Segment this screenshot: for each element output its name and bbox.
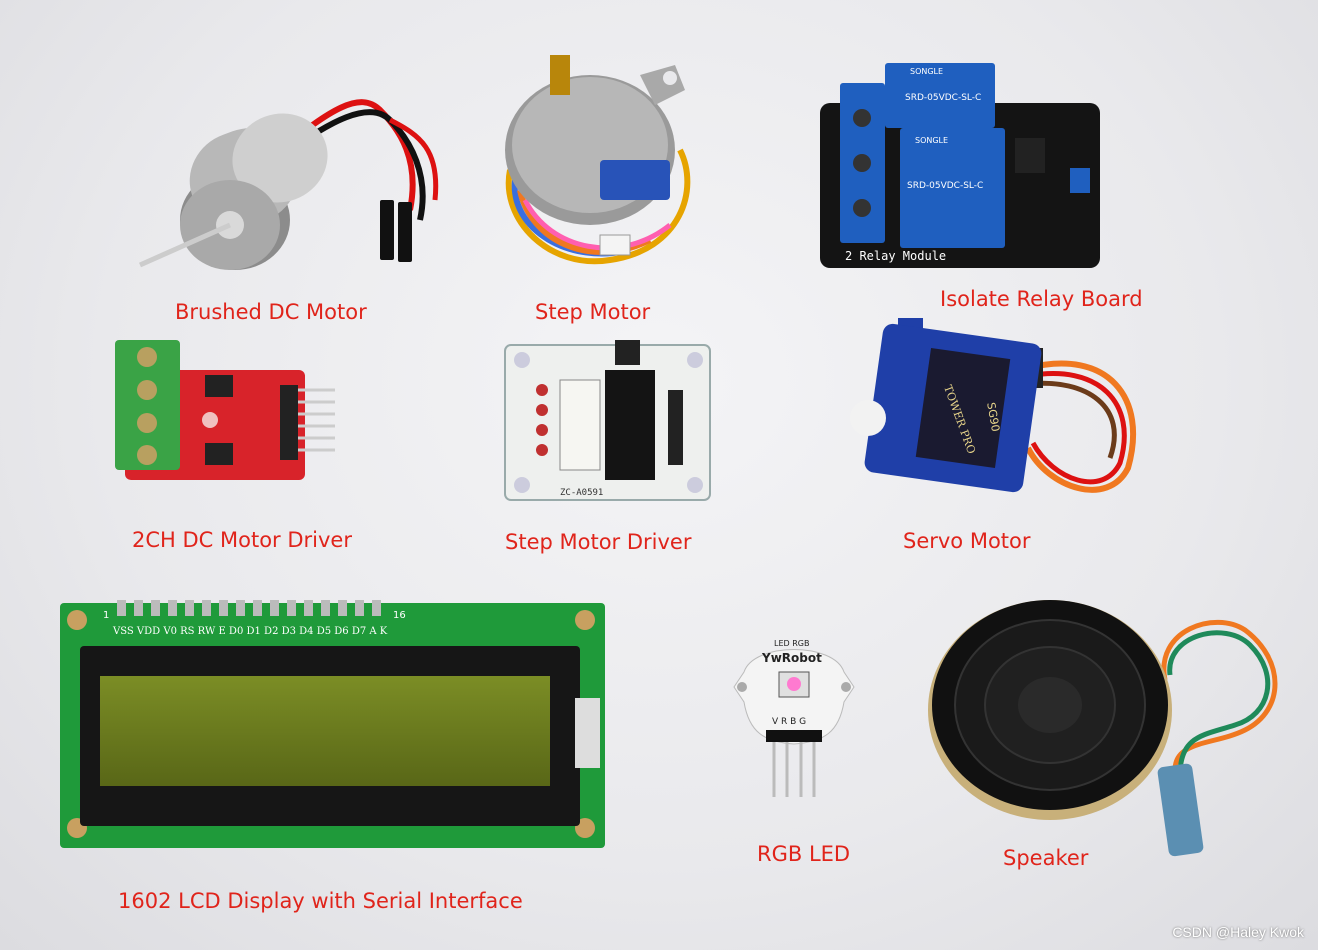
caption-isolate-relay-board: Isolate Relay Board <box>940 287 1143 311</box>
caption-servo-motor: Servo Motor <box>903 529 1031 553</box>
watermark: CSDN @Haley Kwok <box>1172 924 1304 940</box>
caption-2ch-dc-motor-driver: 2CH DC Motor Driver <box>132 528 352 552</box>
lcd-display-image: 1 16 VSS VDD V0 RS RW E D0 D1 D2 D3 D4 D… <box>55 598 607 853</box>
caption-lcd-display: 1602 LCD Display with Serial Interface <box>118 889 523 913</box>
servo-model-text: SG90 <box>984 401 1002 432</box>
relay-module-label: 2 Relay Module <box>845 249 946 263</box>
rgb-pins-text: V R B G <box>772 717 806 727</box>
2ch-dc-motor-driver-image <box>110 335 340 485</box>
caption-step-motor-driver: Step Motor Driver <box>505 530 692 554</box>
lcd-pin-first: 1 <box>103 610 109 621</box>
driver-board-label: ZC-A0591 <box>560 488 603 498</box>
relay-brand-text-2: SONGLE <box>915 136 948 145</box>
servo-motor-image: TOWER PRO SG90 <box>848 308 1148 523</box>
isolate-relay-board-image: SRD-05VDC-SL-C SONGLE SRD-05VDC-SL-C SON… <box>815 58 1105 273</box>
brushed-dc-motor-image <box>130 80 460 280</box>
relay-brand-text-1: SONGLE <box>910 67 943 76</box>
lcd-pin-last: 16 <box>393 610 406 621</box>
rgb-title-text: LED RGB <box>774 639 809 648</box>
step-motor-driver-image: ZC-A0591 <box>500 335 715 505</box>
relay-model-text-2: SRD-05VDC-SL-C <box>907 181 983 191</box>
lcd-pin-labels: VSS VDD V0 RS RW E D0 D1 D2 D3 D4 D5 D6 … <box>112 626 388 637</box>
caption-step-motor: Step Motor <box>535 300 651 324</box>
step-motor-image <box>490 50 705 285</box>
speaker-image <box>925 600 1305 865</box>
rgb-led-image: LED RGB YwRobot V R B G <box>724 632 864 802</box>
caption-brushed-dc-motor: Brushed DC Motor <box>175 300 367 324</box>
caption-speaker: Speaker <box>1003 846 1089 870</box>
caption-rgb-led: RGB LED <box>757 842 851 866</box>
rgb-brand-text: YwRobot <box>761 651 822 665</box>
relay-model-text-1: SRD-05VDC-SL-C <box>905 93 981 103</box>
